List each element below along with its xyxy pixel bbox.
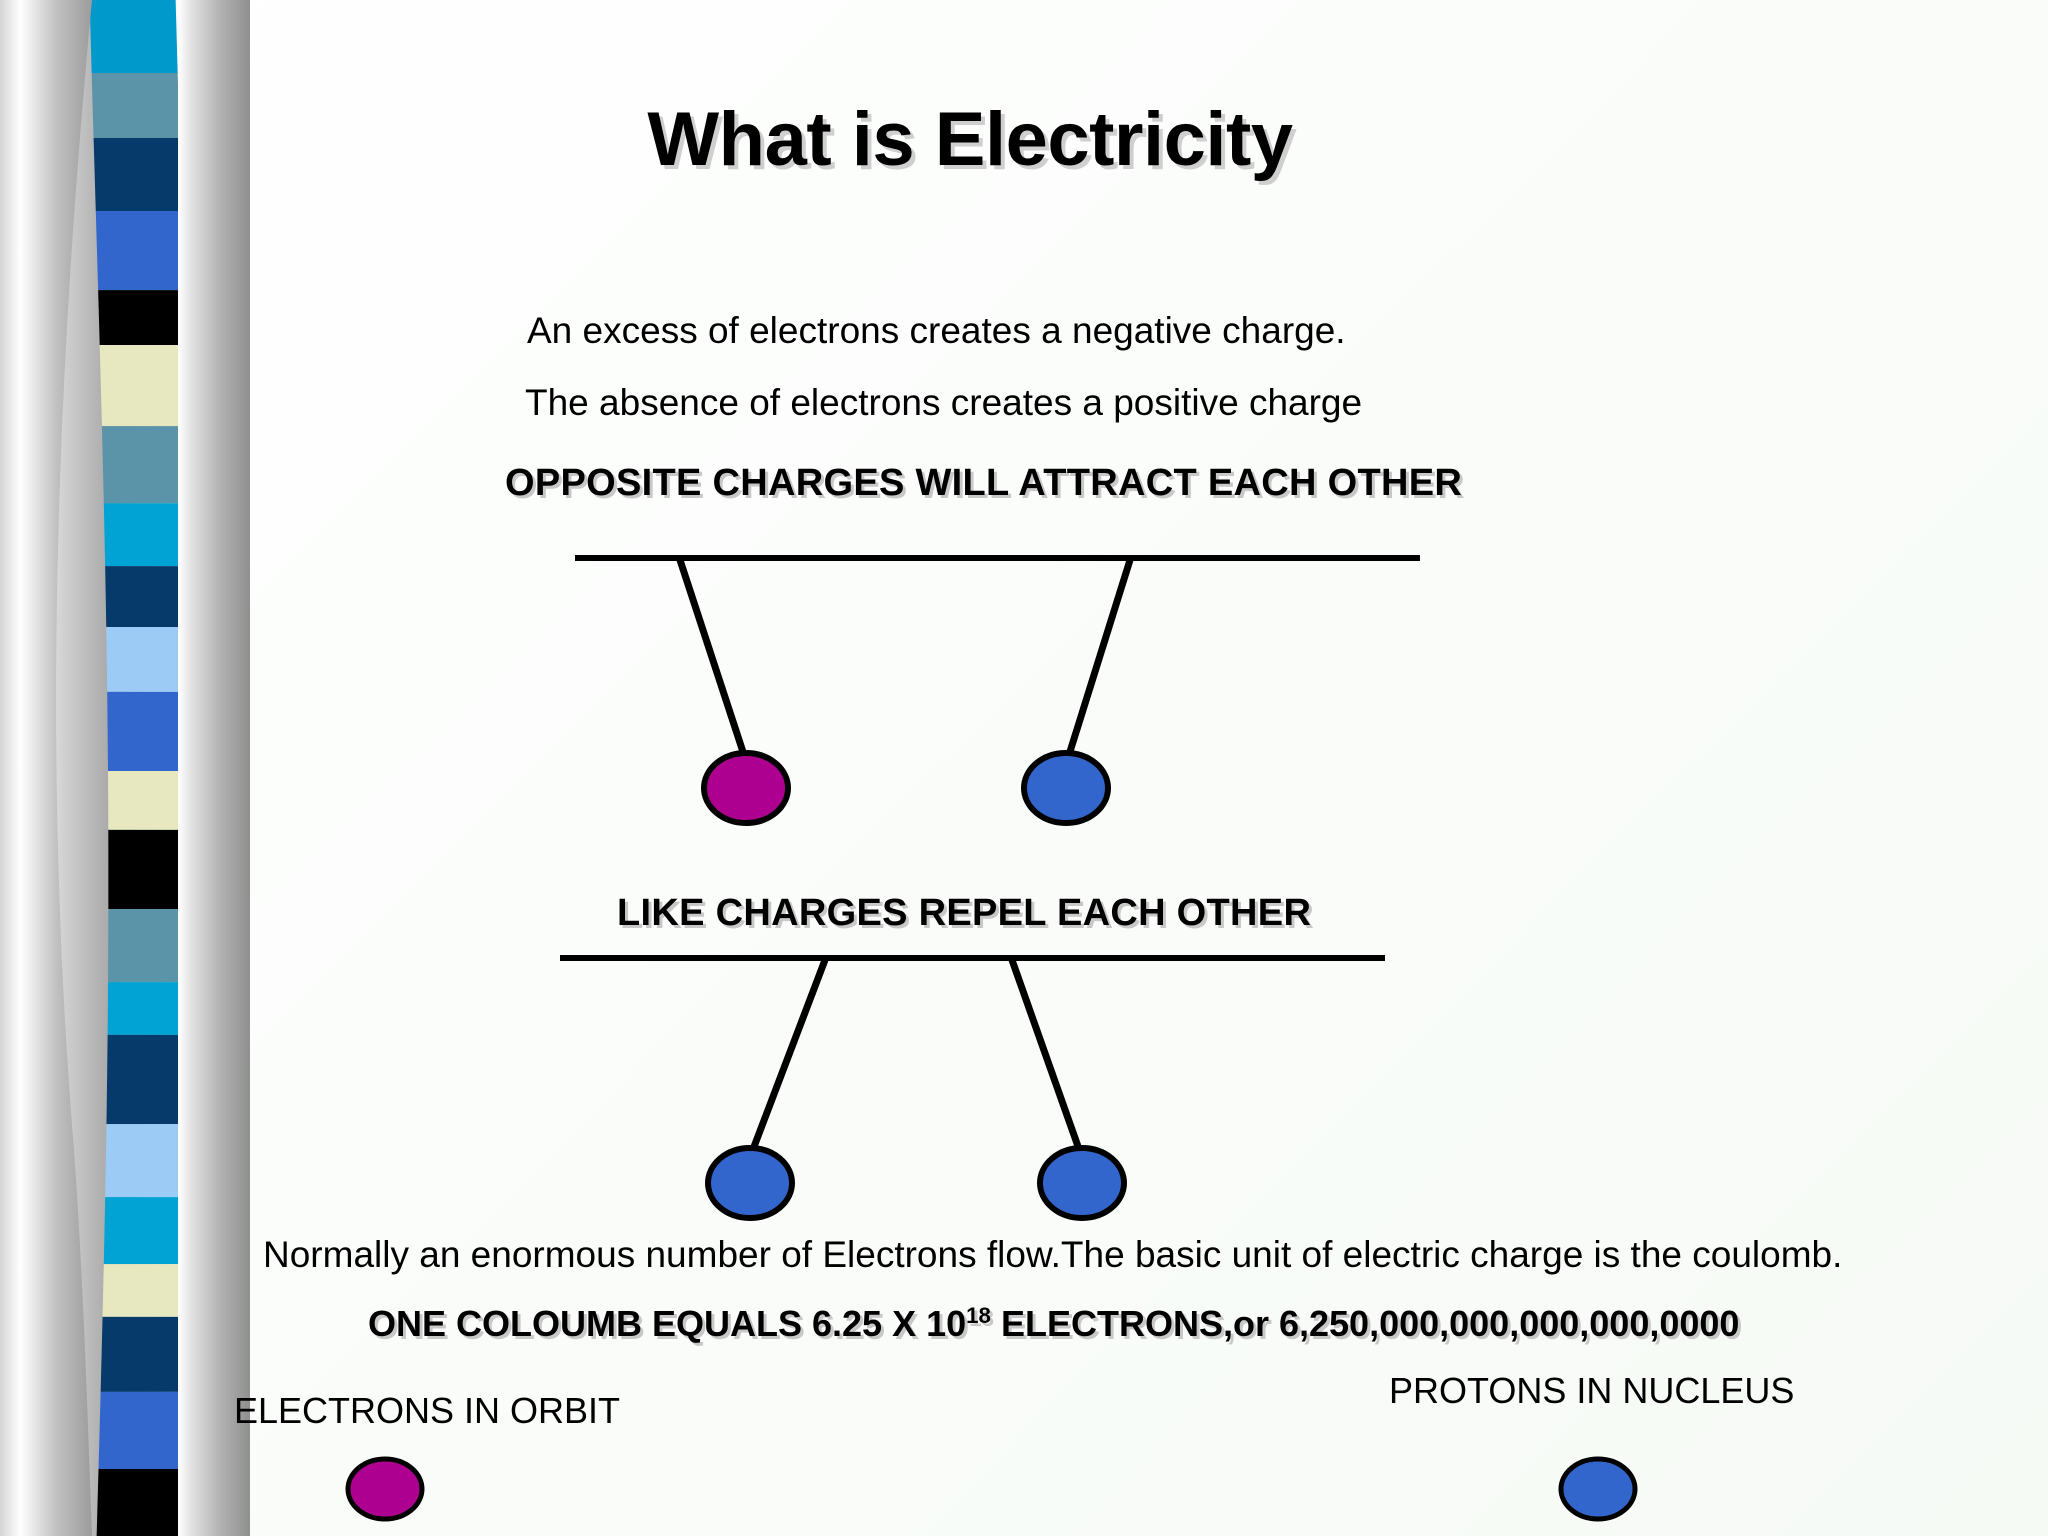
charge-bob-blue-left <box>705 1145 795 1221</box>
sidebar-stripe <box>89 0 178 74</box>
sidebar-stripe <box>105 566 193 627</box>
sidebar-stripe <box>100 1316 189 1392</box>
coulomb-prefix: ONE COLOUMB EQUALS 6.25 X 10 <box>368 1303 967 1344</box>
sidebar-stripe <box>107 691 194 772</box>
diagram-opposite-charges-attract <box>575 555 1420 826</box>
sidebar-stripe <box>91 73 180 138</box>
string-blue-left <box>748 958 829 1154</box>
sidebar-stripe <box>93 137 182 212</box>
heading-repel: LIKE CHARGES REPEL EACH OTHER <box>617 892 1312 934</box>
body-line-1: An excess of electrons creates a negativ… <box>527 310 1346 351</box>
sidebar-stripe <box>101 426 190 504</box>
charge-bob-magenta <box>701 750 791 826</box>
sidebar-stripe <box>108 829 195 910</box>
sidebar-stripe <box>108 909 195 983</box>
sidebar-stripe <box>107 982 195 1035</box>
string-magenta <box>676 558 749 760</box>
note-electron-flow: Normally an enormous number of Electrons… <box>263 1234 1843 1275</box>
coulomb-statement: ONE COLOUMB EQUALS 6.25 X 1018 ELECTRONS… <box>368 1303 1739 1345</box>
sidebar-stripe <box>106 626 194 692</box>
decorative-sidebar <box>0 0 250 1536</box>
sidebar-stripe <box>103 1197 192 1265</box>
charge-bob-blue <box>1021 750 1111 826</box>
page-title: What is Electricity <box>647 97 1293 182</box>
body-line-2: The absence of electrons creates a posit… <box>525 382 1363 423</box>
sidebar-stripe <box>106 1034 194 1125</box>
string-blue-right <box>1008 958 1084 1154</box>
sidebar-right-bevel <box>178 0 250 1536</box>
sidebar-stripe <box>102 1264 190 1317</box>
legend-label-protons: PROTONS IN NUCLEUS <box>1389 1370 1795 1411</box>
coulomb-exponent: 18 <box>966 1303 991 1328</box>
sidebar-stripe <box>99 344 188 427</box>
legend-dot-electron <box>345 1456 425 1522</box>
heading-attract: OPPOSITE CHARGES WILL ATTRACT EACH OTHER <box>505 462 1463 504</box>
sidebar-stripe <box>107 771 195 830</box>
string-blue <box>1064 558 1134 760</box>
sidebar-stripe <box>95 211 185 291</box>
sidebar-stripes <box>89 0 195 1536</box>
charge-bob-blue-right <box>1037 1145 1127 1221</box>
sidebar-stripe <box>98 1391 187 1470</box>
sidebar-stripe <box>98 290 186 345</box>
legend-label-electrons: ELECTRONS IN ORBIT <box>234 1390 621 1431</box>
legend-dot-proton <box>1558 1456 1638 1522</box>
sidebar-stripe <box>105 1124 193 1198</box>
coulomb-suffix: ELECTRONS,or 6,250,000,000,000,000,0000 <box>990 1303 1740 1344</box>
sidebar-stripe <box>96 1469 185 1536</box>
sidebar-stripe <box>103 503 192 567</box>
diagram-like-charges-repel <box>560 955 1385 1221</box>
